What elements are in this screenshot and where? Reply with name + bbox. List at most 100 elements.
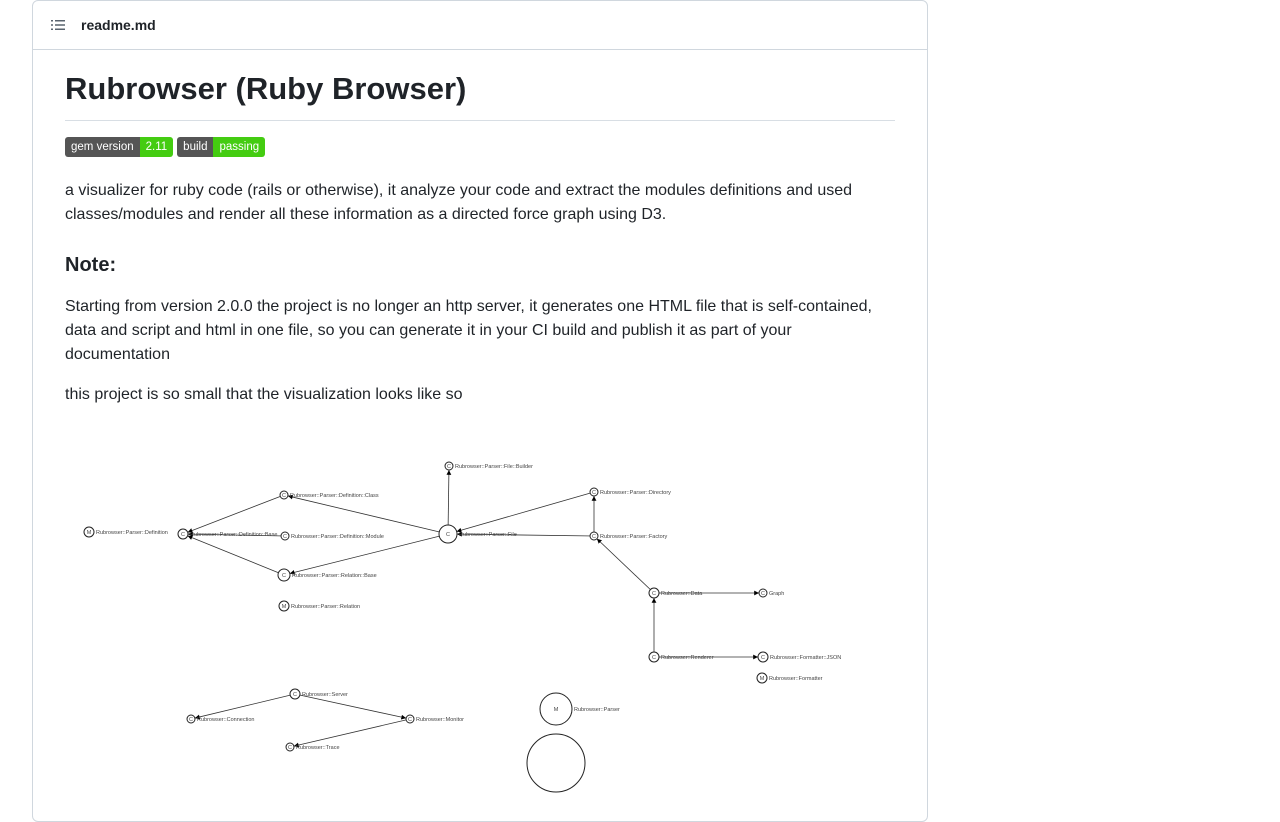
graph-node: C Rubrowser::Connection — [186, 714, 254, 724]
graph-node: C Rubrowser::Monitor — [405, 714, 464, 724]
graph-edge — [289, 533, 449, 575]
graph-node-type: C — [761, 591, 765, 597]
graph-node-type: C — [282, 493, 286, 499]
graph-node-type: C — [181, 532, 185, 538]
graph-node-type: M — [87, 530, 92, 536]
graph-node-circle — [539, 692, 573, 726]
graph-node-type: C — [446, 532, 450, 538]
graph-node-circle — [648, 651, 660, 663]
graph-edge — [187, 494, 285, 533]
graph-node-label: Rubrowser::Parser::Relation — [291, 604, 360, 610]
gem-version-badge[interactable]: gem version 2.11 — [65, 137, 174, 157]
badge-label: gem version — [65, 137, 140, 157]
graph-node-circle — [177, 528, 189, 540]
intro-paragraph: a visualizer for ruby code (rails or oth… — [65, 182, 853, 223]
visualization-intro-paragraph: this project is so small that the visual… — [65, 386, 463, 403]
readme-header: readme.md — [33, 1, 927, 50]
badge-value: passing — [213, 137, 266, 157]
build-status-badge[interactable]: build passing — [177, 137, 266, 157]
graph-node-type: C — [293, 692, 297, 698]
table-of-contents-button[interactable] — [49, 16, 67, 34]
graph-node-label: Rubrowser::Renderer — [661, 655, 714, 661]
file-name-link[interactable]: readme.md — [81, 17, 156, 33]
graph-node-type: M — [554, 707, 559, 713]
graph-node-label: Rubrowser::Parser::Factory — [600, 534, 667, 540]
graph-node-type: C — [592, 490, 596, 496]
graph-node-type: C — [447, 464, 451, 470]
graph-node — [526, 733, 586, 793]
graph-edge — [294, 693, 407, 720]
graph-node-circle — [289, 688, 301, 700]
note-paragraph: Starting from version 2.0.0 the project … — [65, 298, 872, 363]
graph-node-circle — [438, 524, 458, 544]
graph-node-circle — [589, 487, 599, 497]
graph-node-circle — [83, 526, 95, 538]
graph-node-circle — [758, 588, 768, 598]
graph-node-label: Rubrowser::Monitor — [416, 717, 464, 723]
graph-node: C Rubrowser::Parser::File — [438, 524, 517, 544]
graph-node-type: C — [652, 655, 656, 661]
badge-label: build — [177, 137, 214, 157]
graph-node: C Rubrowser::Trace — [285, 742, 340, 752]
graph-node-circle — [279, 490, 289, 500]
graph-edge — [287, 494, 449, 535]
graph-node-type: C — [288, 745, 292, 751]
graph-node-circle — [756, 672, 768, 684]
graph-node: C Rubrowser::Parser::Factory — [589, 531, 667, 541]
graph-node-label: Rubrowser::Parser::File::Builder — [455, 464, 533, 470]
graph-node-circle — [285, 742, 295, 752]
graph-node-label: Rubrowser::Formatter — [769, 676, 823, 682]
graph-node-label: Rubrowser::Formatter::JSON — [770, 655, 841, 661]
graph-node-type: C — [408, 717, 412, 723]
graph-node: C Rubrowser::Parser::File::Builder — [444, 461, 533, 471]
graph-edge — [293, 718, 411, 748]
graph-node-label: Rubrowser::Parser::Definition::Module — [291, 534, 384, 540]
graph-node-type: C — [189, 717, 193, 723]
graph-node-label: Rubrowser::Parser::Definition::Class — [290, 493, 379, 499]
graph-node-label: Rubrowser::Trace — [296, 745, 340, 751]
graph-node: M Rubrowser::Formatter — [756, 672, 823, 684]
graph-node-circle — [186, 714, 196, 724]
badge-row: gem version 2.11 build passing — [65, 137, 895, 157]
graph-edge — [187, 535, 285, 576]
badge-value: 2.11 — [139, 137, 174, 157]
graph-node-label: Rubrowser::Parser::Directory — [600, 490, 671, 496]
graph-node: M Rubrowser::Parser — [539, 692, 620, 726]
graph-edge — [456, 491, 595, 533]
graph-node-label: Rubrowser::Parser — [574, 707, 620, 713]
graph-node-circle — [589, 531, 599, 541]
graph-node-circle — [526, 733, 586, 793]
graph-edge — [194, 693, 296, 720]
graph-node-circle — [278, 600, 290, 612]
graph-edge — [596, 538, 655, 594]
readme-container: readme.md Rubrowser (Ruby Browser) gem v… — [32, 0, 928, 822]
graph-node-type: C — [652, 591, 656, 597]
graph-node-type: M — [760, 676, 765, 682]
graph-node-circle — [277, 568, 291, 582]
graph-node: C Rubrowser::Renderer — [648, 651, 714, 663]
list-icon — [51, 20, 65, 30]
graph-node-circle — [444, 461, 454, 471]
graph-node-label: Rubrowser::Parser::Definition — [96, 530, 168, 536]
graph-node-label: Rubrowser::Parser::Relation::Base — [292, 573, 377, 579]
graph-node-label: Rubrowser::Server — [302, 692, 348, 698]
graph-node: C Rubrowser::Parser::Definition::Base — [177, 528, 277, 540]
graph-node: M Rubrowser::Parser::Definition — [83, 526, 168, 538]
graph-node: C Rubrowser::Parser::Definition::Class — [279, 490, 379, 500]
graph-node-label: Rubrowser::Connection — [197, 717, 254, 723]
page-title: Rubrowser (Ruby Browser) — [65, 50, 895, 121]
graph-node: C Rubrowser::Parser::Directory — [589, 487, 671, 497]
graph-node-label: Rubrowser::Parser::File — [459, 532, 517, 538]
graph-node: C Rubrowser::Server — [289, 688, 348, 700]
graph-edge — [187, 531, 286, 537]
graph-node-label: Rubrowser::Parser::Definition::Base — [190, 532, 277, 538]
graph-edge — [456, 531, 595, 537]
graph-node-type: C — [592, 534, 596, 540]
